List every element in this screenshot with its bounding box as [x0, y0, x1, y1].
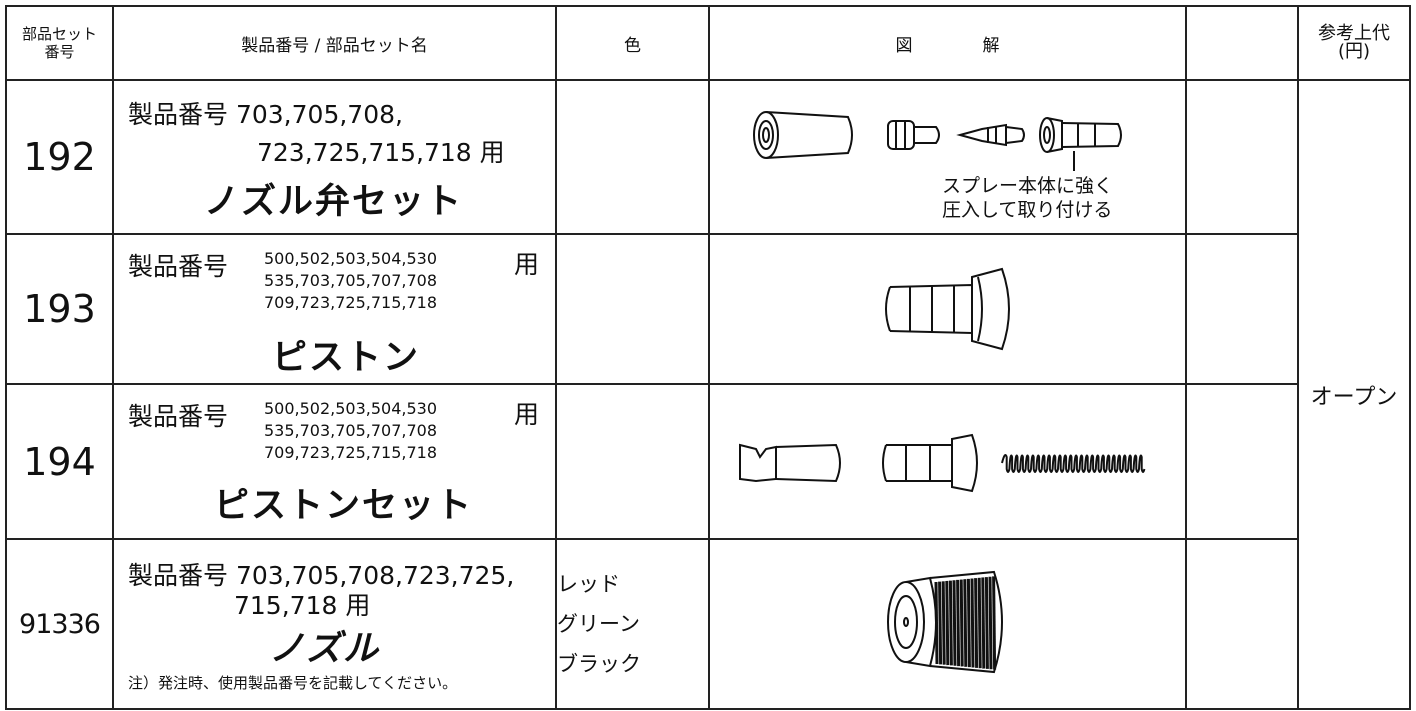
- nozzle-valve-parts-drawing-icon: [753, 111, 1122, 171]
- model-numbers: 709,723,725,715,718: [264, 443, 438, 462]
- header-product: 製品番号 / 部品セット名: [112, 5, 557, 81]
- set-number: 194: [5, 383, 114, 540]
- piston-drawing-icon: [885, 267, 1010, 351]
- product-cell: 製品番号 703,705,708,723,725, 715,718 用 ノズル …: [112, 538, 557, 710]
- figure-cell: スプレー本体に強く 圧入して取り付ける: [708, 79, 1187, 235]
- set-name: ピストンセット: [214, 486, 474, 526]
- model-numbers: 715,718: [234, 591, 338, 620]
- product-line: 製品番号 703,705,708,: [128, 95, 403, 131]
- product-cell: 製品番号 500,502,503,504,530 用 535,703,705,7…: [112, 383, 557, 540]
- header-price: 参考上代 (円): [1297, 5, 1411, 81]
- set-number: 91336: [5, 538, 114, 710]
- header-figure-a: 図: [895, 35, 913, 56]
- product-line: 723,725,715,718 用: [257, 133, 505, 169]
- use-label: 用: [514, 400, 540, 429]
- use-label: 用: [479, 138, 505, 167]
- set-number: 193: [5, 233, 114, 385]
- product-prefix: 製品番号: [128, 561, 229, 590]
- table-row: 194 製品番号 500,502,503,504,530 用 535,703,7…: [5, 383, 1410, 540]
- order-note: 注）発注時、使用製品番号を記載してください。: [128, 674, 458, 692]
- price-cell: オープン: [1297, 79, 1411, 710]
- color-item: グリーン: [557, 612, 640, 636]
- header-set-number-line1: 部品セット: [21, 25, 97, 43]
- model-numbers: 723,725,715,718: [257, 138, 472, 167]
- blank-cell: [1185, 233, 1299, 385]
- color-cell: レッド グリーン ブラック: [555, 538, 710, 710]
- product-line: 715,718 用: [234, 586, 370, 622]
- use-label: 用: [345, 591, 371, 620]
- model-numbers: 703,705,708,723,725,: [235, 561, 515, 590]
- header-row: 部品セット 番号 製品番号 / 部品セット名 色 図解 参考上代 (円): [5, 5, 1411, 81]
- product-prefix: 製品番号: [128, 100, 229, 129]
- header-figure: 図解: [708, 5, 1187, 81]
- header-color: 色: [555, 5, 710, 81]
- header-price-line1: 参考上代: [1318, 23, 1390, 44]
- color-cell: [555, 79, 710, 235]
- model-numbers: 535,703,705,707,708: [264, 421, 438, 440]
- color-cell: [555, 233, 710, 385]
- set-name: ノズル: [269, 629, 381, 669]
- use-label: 用: [514, 250, 540, 279]
- blank-cell: [1185, 79, 1299, 235]
- product-line: 製品番号 703,705,708,723,725,: [128, 556, 514, 592]
- model-numbers: 500,502,503,504,530: [264, 399, 438, 418]
- color-item: レッド: [557, 572, 620, 596]
- nozzle-cap-drawing-icon: [887, 570, 1003, 674]
- figure-caption: 圧入して取り付ける: [942, 199, 1113, 221]
- color-item: ブラック: [557, 652, 641, 676]
- model-numbers: 709,723,725,715,718: [264, 293, 438, 312]
- product-cell: 製品番号 703,705,708, 723,725,715,718 用 ノズル弁…: [112, 79, 557, 235]
- figure-cell: [708, 383, 1187, 540]
- set-number: 192: [5, 79, 114, 235]
- figure-cell: [708, 233, 1187, 385]
- figure-caption: スプレー本体に強く: [942, 175, 1114, 197]
- header-set-number-line2: 番号: [44, 43, 75, 61]
- model-numbers: 500,502,503,504,530: [264, 249, 438, 268]
- header-price-line2: (円): [1337, 41, 1371, 62]
- set-name: ピストン: [272, 338, 421, 378]
- color-cell: [555, 383, 710, 540]
- product-cell: 製品番号 500,502,503,504,530 用 535,703,705,7…: [112, 233, 557, 385]
- product-prefix: 製品番号: [128, 252, 229, 281]
- table-row: 193 製品番号 500,502,503,504,530 用 535,703,7…: [5, 233, 1410, 385]
- product-prefix: 製品番号: [128, 402, 229, 431]
- blank-cell: [1185, 538, 1299, 710]
- header-blank: [1185, 5, 1299, 81]
- parts-table: 部品セット 番号 製品番号 / 部品セット名 色 図解 参考上代 (円) 192…: [5, 5, 1411, 710]
- table-row: 91336 製品番号 703,705,708,723,725, 715,718 …: [5, 538, 1410, 710]
- model-numbers: 535,703,705,707,708: [264, 271, 438, 290]
- set-name: ノズル弁セット: [204, 182, 464, 222]
- model-numbers: 703,705,708,: [235, 100, 403, 129]
- figure-cell: [708, 538, 1187, 710]
- piston-set-drawing-icon: [739, 433, 1146, 493]
- blank-cell: [1185, 383, 1299, 540]
- table-row: 192 製品番号 703,705,708, 723,725,715,718 用 …: [5, 79, 1411, 710]
- header-figure-b: 解: [982, 35, 1000, 56]
- header-set-number: 部品セット 番号: [5, 5, 114, 81]
